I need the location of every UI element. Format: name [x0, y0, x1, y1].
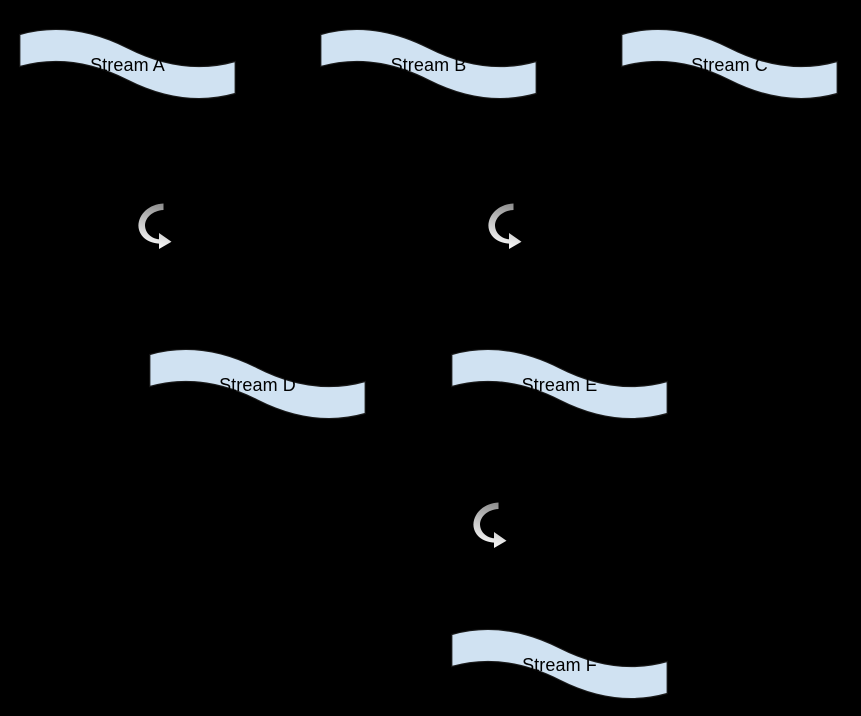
curved-rotate-arrow-icon [133, 196, 189, 252]
banner-stream-b[interactable]: Stream B [320, 28, 537, 100]
banner-stream-e[interactable]: Stream E [451, 348, 668, 420]
banner-stream-f[interactable]: Stream F [451, 628, 668, 700]
banner-shape-stream-a [19, 28, 236, 100]
banner-stream-d[interactable]: Stream D [149, 348, 366, 420]
banner-shape-stream-c [621, 28, 838, 100]
banner-shape-stream-f [451, 628, 668, 700]
curved-rotate-arrow-icon [483, 196, 539, 252]
banner-shape-stream-d [149, 348, 366, 420]
banner-shape-stream-e [451, 348, 668, 420]
banner-shape-stream-b [320, 28, 537, 100]
banner-stream-c[interactable]: Stream C [621, 28, 838, 100]
curved-rotate-arrow-icon [468, 495, 524, 551]
banner-stream-a[interactable]: Stream A [19, 28, 236, 100]
